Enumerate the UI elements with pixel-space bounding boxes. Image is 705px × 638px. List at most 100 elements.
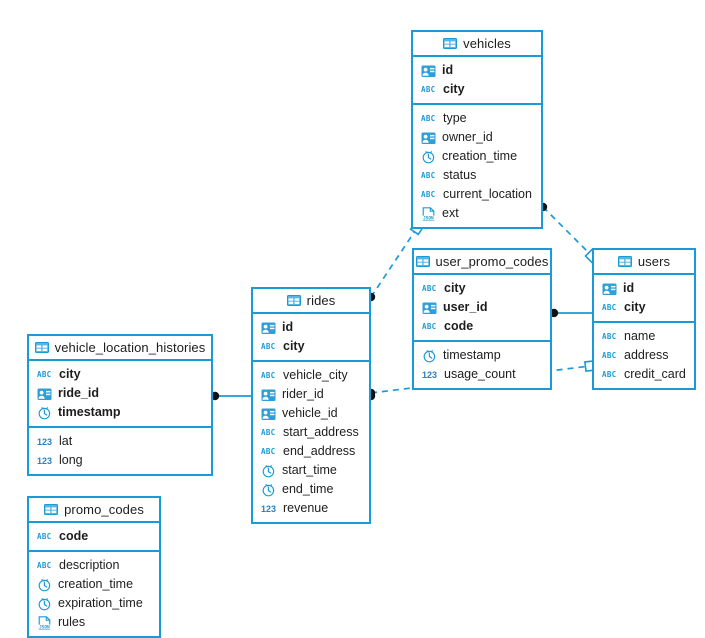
table-grid-icon — [415, 256, 430, 267]
field-name-label: id — [282, 320, 294, 335]
field-row-code[interactable]: ABC code — [414, 317, 550, 336]
table-header-vehicles[interactable]: vehicles — [413, 32, 541, 57]
table-header-users[interactable]: users — [594, 250, 694, 275]
column-group: ABC description creation_time expiration_ti… — [29, 552, 159, 636]
table-header-promo_codes[interactable]: promo_codes — [29, 498, 159, 523]
field-name-label: revenue — [283, 501, 329, 516]
field-row-start_time[interactable]: start_time — [253, 461, 369, 480]
field-name-label: city — [624, 300, 646, 315]
field-name-label: description — [59, 558, 120, 573]
field-row-id[interactable]: id — [594, 279, 694, 298]
abc-string-icon: ABC — [602, 302, 617, 312]
field-row-rules[interactable]: JSON rules — [29, 613, 159, 632]
field-row-rider_id[interactable]: rider_id — [253, 385, 369, 404]
clock-icon — [423, 349, 436, 362]
field-name-label: owner_id — [442, 130, 493, 145]
field-name-label: type — [443, 111, 467, 126]
field-name-label: vehicle_id — [282, 406, 338, 421]
field-name-label: creation_time — [58, 577, 134, 592]
table-grid-icon — [34, 342, 49, 353]
abc-string-icon: ABC — [602, 350, 617, 360]
field-row-address[interactable]: ABC address — [594, 346, 694, 365]
table-name-label: user_promo_codes — [435, 254, 549, 269]
abc-string-icon: ABC — [261, 446, 276, 456]
json-doc-icon: JSON — [422, 206, 435, 221]
field-name-label: user_id — [443, 300, 488, 315]
table-header-rides[interactable]: rides — [253, 289, 369, 314]
table-header-user_promo_codes[interactable]: user_promo_codes — [414, 250, 550, 275]
field-row-vehicle_id[interactable]: vehicle_id — [253, 404, 369, 423]
field-row-code[interactable]: ABC code — [29, 527, 159, 546]
field-name-label: rider_id — [282, 387, 324, 402]
field-name-label: expiration_time — [58, 596, 143, 611]
field-row-id[interactable]: id — [253, 318, 369, 337]
field-row-description[interactable]: ABC description — [29, 556, 159, 575]
field-row-city[interactable]: ABC city — [594, 298, 694, 317]
svg-text:JSON: JSON — [423, 215, 434, 221]
field-row-user_id[interactable]: user_id — [414, 298, 550, 317]
json-doc-icon: JSON — [38, 615, 51, 630]
id-badge-icon — [37, 388, 52, 400]
table-grid-icon — [443, 38, 458, 49]
abc-string-icon: ABC — [422, 321, 437, 331]
field-row-creation_time[interactable]: creation_time — [413, 147, 541, 166]
table-header-vehicle_location_histories[interactable]: vehicle_location_histories — [29, 336, 211, 361]
field-name-label: end_time — [282, 482, 334, 497]
field-name-label: usage_count — [444, 367, 516, 382]
field-row-timestamp[interactable]: timestamp — [29, 403, 211, 422]
field-row-id[interactable]: id — [413, 61, 541, 80]
field-row-vehicle_city[interactable]: ABC vehicle_city — [253, 366, 369, 385]
table-name-label: promo_codes — [64, 502, 144, 517]
field-name-label: name — [624, 329, 656, 344]
field-name-label: code — [444, 319, 474, 334]
field-row-timestamp[interactable]: timestamp — [414, 346, 550, 365]
id-badge-icon — [602, 283, 617, 295]
abc-string-icon: ABC — [261, 370, 276, 380]
field-row-ride_id[interactable]: ride_id — [29, 384, 211, 403]
id-badge-icon — [421, 132, 436, 144]
field-row-expiration_time[interactable]: expiration_time — [29, 594, 159, 613]
field-name-label: vehicle_city — [283, 368, 348, 383]
field-row-end_time[interactable]: end_time — [253, 480, 369, 499]
field-name-label: creation_time — [442, 149, 518, 164]
abc-string-icon: ABC — [37, 560, 52, 570]
field-row-creation_time[interactable]: creation_time — [29, 575, 159, 594]
field-name-label: lat — [59, 434, 73, 449]
field-row-owner_id[interactable]: owner_id — [413, 128, 541, 147]
abc-string-icon: ABC — [37, 531, 52, 541]
field-name-label: long — [59, 453, 83, 468]
field-name-label: address — [624, 348, 669, 363]
field-name-label: rules — [58, 615, 86, 630]
field-name-label: code — [59, 529, 89, 544]
relationship-rel-upc-users[interactable] — [549, 308, 592, 318]
